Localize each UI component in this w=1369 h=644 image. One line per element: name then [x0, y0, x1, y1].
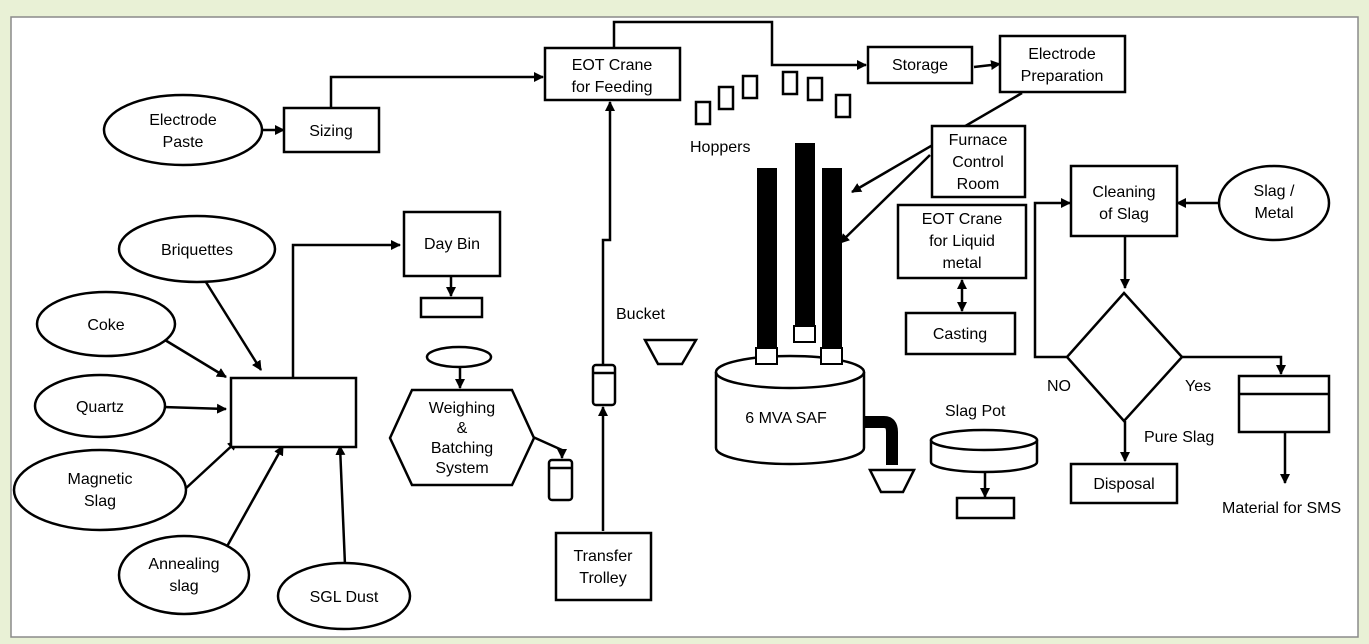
eot-crane-feeding-node: EOT Crane for Feeding: [543, 46, 682, 102]
no-label: NO: [1047, 378, 1071, 395]
svg-text:Batching: Batching: [431, 440, 493, 457]
svg-text:of Slag: of Slag: [1099, 206, 1149, 223]
screening-unit: [1237, 374, 1331, 434]
svg-text:Briquettes: Briquettes: [161, 242, 233, 259]
day-bin-outlet-box: [419, 296, 484, 319]
material-for-sms-label: Material for SMS: [1222, 500, 1341, 517]
svg-text:SGL Dust: SGL Dust: [310, 589, 379, 606]
svg-text:Metal: Metal: [1254, 205, 1293, 222]
pure-slag-label: Pure Slag: [1144, 429, 1214, 446]
svg-text:for Liquid: for Liquid: [929, 233, 995, 250]
svg-text:Room: Room: [957, 176, 1000, 193]
quartz-node: Quartz: [33, 373, 167, 439]
svg-text:Coke: Coke: [87, 317, 124, 334]
svg-text:Cleaning: Cleaning: [1092, 184, 1155, 201]
svg-text:metal: metal: [942, 255, 981, 272]
svg-text:EOT Crane: EOT Crane: [572, 57, 653, 74]
cleaning-of-slag-node: Cleaning of Slag: [1069, 164, 1179, 238]
day-bin-node: Day Bin: [402, 210, 502, 278]
slag-pot-shape: [929, 428, 1039, 474]
disposal-node: Disposal: [1069, 462, 1179, 505]
slag-metal-node: Slag / Metal: [1217, 164, 1331, 242]
svg-text:Control: Control: [952, 154, 1004, 171]
hoppers-group: [694, 70, 852, 126]
briquettes-node: Briquettes: [117, 214, 277, 284]
mixing-box: [229, 376, 358, 449]
weighing-batching-node: Weighing & Batching System: [388, 388, 536, 487]
svg-text:Preparation: Preparation: [1021, 68, 1104, 85]
svg-text:System: System: [435, 460, 488, 477]
svg-text:Transfer: Transfer: [574, 548, 634, 565]
slag-pot-label: Slag Pot: [945, 403, 1006, 420]
hoppers-label: Hoppers: [690, 139, 750, 156]
decision-diamond: [1065, 291, 1184, 423]
electrodes: [755, 143, 843, 365]
svg-text:Casting: Casting: [933, 326, 987, 343]
eot-crane-liquid-metal-node: EOT Crane for Liquid metal: [896, 203, 1028, 280]
svg-text:&: &: [457, 420, 468, 437]
electrode-paste-node: Electrode Paste: [102, 93, 264, 167]
svg-text:Weighing: Weighing: [429, 400, 495, 417]
magnetic-slag-node: Magnetic Slag: [12, 448, 188, 532]
casting-node: Casting: [904, 311, 1017, 356]
svg-text:Paste: Paste: [163, 134, 204, 151]
svg-text:Sizing: Sizing: [309, 123, 353, 140]
charging-bucket: [591, 363, 617, 407]
yes-label: Yes: [1185, 378, 1211, 395]
furnace-control-room-node: Furnace Control Room: [930, 124, 1027, 199]
svg-text:Magnetic: Magnetic: [68, 471, 133, 488]
slag-pot-box: [955, 496, 1016, 520]
svg-text:EOT Crane: EOT Crane: [922, 211, 1003, 228]
batch-container: [547, 458, 574, 502]
submerged-arc-furnace: 6 MVA SAF: [714, 354, 917, 494]
svg-text:Disposal: Disposal: [1093, 476, 1154, 493]
svg-text:Annealing: Annealing: [148, 556, 219, 573]
svg-text:Quartz: Quartz: [76, 399, 124, 416]
electrode-preparation-node: Electrode Preparation: [998, 34, 1127, 94]
svg-text:Electrode: Electrode: [149, 112, 217, 129]
storage-node: Storage: [866, 45, 974, 85]
sgl-dust-node: SGL Dust: [276, 561, 412, 631]
svg-text:slag: slag: [169, 578, 198, 595]
svg-text:6 MVA SAF: 6 MVA SAF: [745, 410, 827, 427]
svg-text:Slag: Slag: [84, 493, 116, 510]
bucket-shape: [642, 338, 699, 366]
svg-text:Trolley: Trolley: [579, 570, 626, 587]
weighing-input-ellipse: [425, 345, 493, 369]
sizing-node: Sizing: [282, 106, 381, 154]
svg-text:Furnace: Furnace: [949, 132, 1008, 149]
svg-text:Slag /: Slag /: [1254, 183, 1295, 200]
svg-text:for Feeding: for Feeding: [572, 79, 653, 96]
transfer-trolley-node: Transfer Trolley: [554, 531, 653, 602]
bucket-label: Bucket: [616, 306, 665, 323]
svg-text:Electrode: Electrode: [1028, 46, 1096, 63]
svg-text:Storage: Storage: [892, 57, 948, 74]
coke-node: Coke: [35, 290, 177, 358]
annealing-slag-node: Annealing slag: [117, 534, 251, 616]
svg-text:Day Bin: Day Bin: [424, 236, 480, 253]
